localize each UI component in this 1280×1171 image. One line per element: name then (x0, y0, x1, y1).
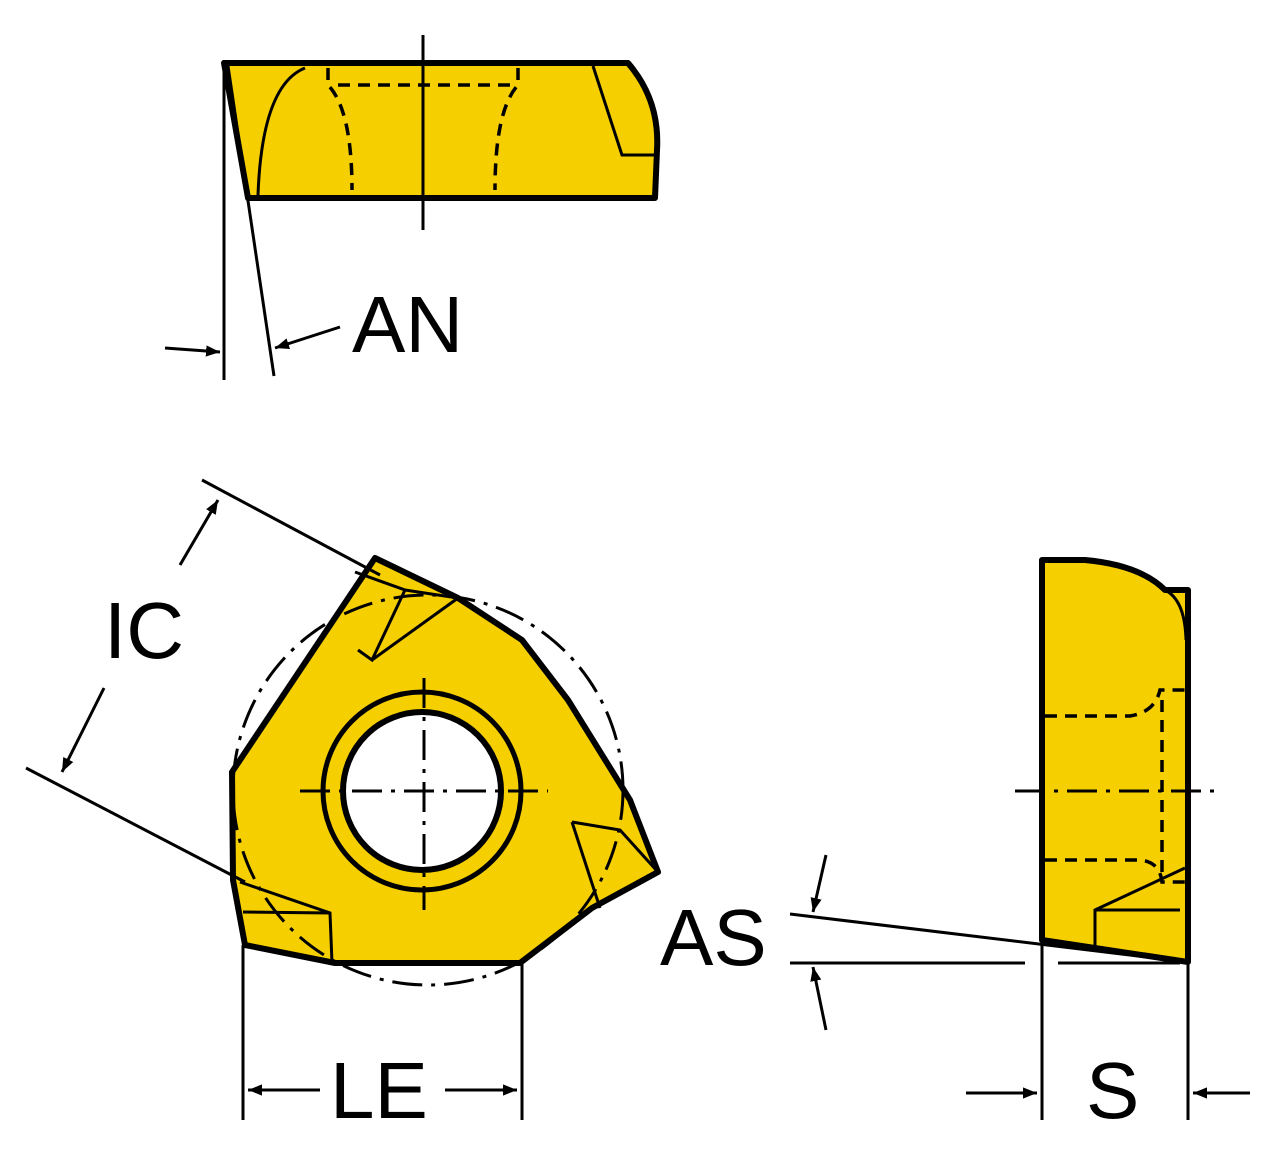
front-view: IC LE (25, 478, 661, 1135)
le-label: LE (330, 1046, 428, 1135)
an-label: AN (352, 280, 463, 369)
top-view-body (221, 60, 661, 201)
ic-label: IC (104, 586, 184, 675)
top-view: AN (164, 35, 661, 380)
side-view: AS S (660, 557, 1250, 1135)
as-label: AS (660, 893, 767, 982)
s-label: S (1086, 1046, 1139, 1135)
